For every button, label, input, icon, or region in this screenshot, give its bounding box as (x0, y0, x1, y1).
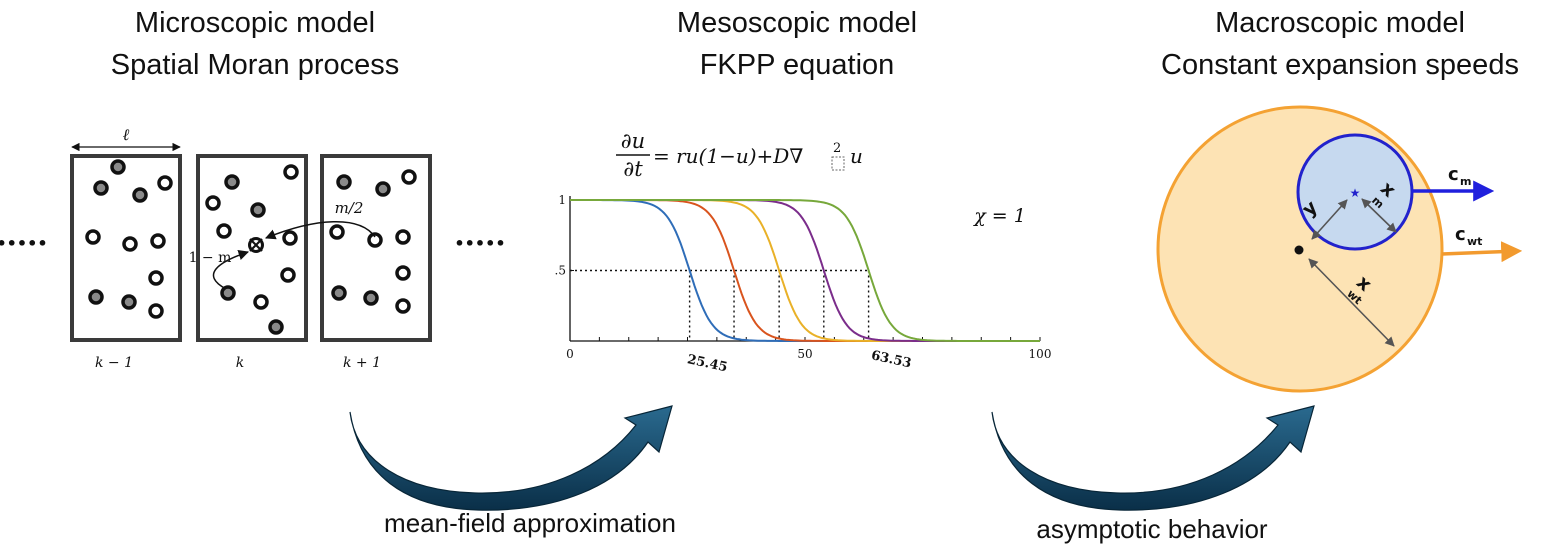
cell-label-k-plus-1: k + 1 (343, 355, 381, 371)
x-tick-label-50: 50 (797, 347, 812, 361)
x-tick-label-0: 0 (566, 347, 574, 361)
midpoint-drop-lines (688, 270, 870, 341)
wildtype-cell (329, 224, 345, 240)
equation-tail: u (850, 144, 863, 168)
y-tick-label-1: 1 (558, 193, 566, 207)
mutant-cell (88, 289, 104, 305)
stay-arrow (212, 250, 249, 290)
mutant-cell (132, 187, 148, 203)
wave-curve-5 (570, 199, 1040, 342)
mean-field-transition-arrow (349, 405, 673, 511)
mutant-cell (121, 294, 137, 310)
y-distance-arrow (1311, 199, 1348, 240)
mutant-cell (331, 285, 347, 301)
equation-rhs: = ru(1−u)+D∇ (653, 144, 803, 168)
wildtype-cell (148, 270, 164, 286)
wildtype-speed-arrow (1441, 241, 1523, 263)
micro-diagram: ℓ ••••• ••••• (0, 125, 506, 371)
meso-title-line2: FKPP equation (700, 49, 895, 81)
wildtype-cell (367, 232, 383, 248)
micro-title-line1: Microscopic model (135, 7, 375, 39)
x-tick-label-100: 100 (1029, 347, 1052, 361)
wildtype-cell (205, 195, 221, 211)
cell-label-k: k (236, 355, 244, 371)
wildtype-cell (395, 265, 411, 281)
mutant-cell (224, 174, 240, 190)
macro-title-line1: Macroscopic model (1215, 7, 1465, 39)
fkpp-wave-chart: 1 .5 0 50 100 25.45 63.53 (555, 193, 1052, 375)
mutant-cell (110, 159, 126, 175)
wildtype-cell (280, 267, 296, 283)
mean-field-caption: mean-field approximation (384, 508, 676, 538)
meso-title-line1: Mesoscopic model (677, 7, 917, 39)
mutant-cell (220, 285, 236, 301)
mutant-cell (93, 180, 109, 196)
wildtype-cell (216, 223, 232, 239)
origin-point (1294, 245, 1304, 255)
migration-arrow (265, 221, 376, 240)
wildtype-cell (85, 229, 101, 245)
y-tick-label-half: .5 (555, 264, 566, 278)
wildtype-cell (150, 233, 166, 249)
c-wt-label-sub: wt (1467, 235, 1482, 248)
c-m-label-sub: m (1460, 175, 1471, 188)
stay-label: 1 − m (189, 250, 232, 266)
individuals-k (205, 164, 299, 335)
wildtype-cell (401, 169, 417, 185)
wildtype-cell (395, 229, 411, 245)
equation-lhs-denominator: ∂t (623, 157, 643, 181)
asymptotic-transition-arrow (991, 405, 1315, 511)
equation-power: 2 (833, 141, 841, 156)
mutant-cell (375, 181, 391, 197)
c-m-label-main: c (1448, 164, 1459, 185)
micro-title-line2: Spatial Moran process (111, 49, 400, 81)
laplacian-placeholder-box (831, 156, 845, 171)
mutant-origin-star-icon: ★ (1350, 186, 1361, 200)
migration-label: m/2 (335, 199, 364, 217)
macro-title-line2: Constant expansion speeds (1161, 49, 1519, 81)
wildtype-cell (122, 236, 138, 252)
mutant-cell (268, 319, 284, 335)
individuals-k-minus-1 (85, 159, 173, 319)
wildtype-cell (282, 230, 298, 246)
asymptotic-caption: asymptotic behavior (1036, 514, 1268, 544)
x-wt-distance-arrow (1308, 258, 1395, 347)
wildtype-cell (157, 175, 173, 191)
wildtype-cell (395, 298, 411, 314)
chi-label: χ = 1 (972, 205, 1026, 227)
cell-label-k-minus-1: k − 1 (95, 355, 133, 371)
cell-width-label: ℓ (123, 125, 130, 144)
equation-lhs-numerator: ∂u (621, 129, 645, 153)
right-ellipsis: ••••• (454, 234, 505, 253)
annotation-first-front: 25.45 (686, 352, 729, 375)
fkpp-equation: ∂u ∂t = ru(1−u)+D∇ 2 u (616, 129, 863, 181)
annotation-last-front: 63.53 (870, 348, 913, 371)
wildtype-cell (253, 294, 269, 310)
x-m-distance-arrow (1361, 198, 1397, 233)
replaced-cell-icon (248, 237, 264, 253)
mutant-cell (250, 202, 266, 218)
mutant-cell (363, 290, 379, 306)
wildtype-cell (283, 164, 299, 180)
mutant-cell (336, 174, 352, 190)
left-ellipsis: ••••• (0, 234, 48, 253)
c-wt-label-main: c (1455, 224, 1466, 245)
wildtype-cell (148, 303, 164, 319)
macro-diagram: ★ y x m x wt c m c wt (1156, 105, 1523, 393)
wave-curves (570, 199, 1040, 342)
individuals-k-plus-1 (329, 169, 417, 314)
